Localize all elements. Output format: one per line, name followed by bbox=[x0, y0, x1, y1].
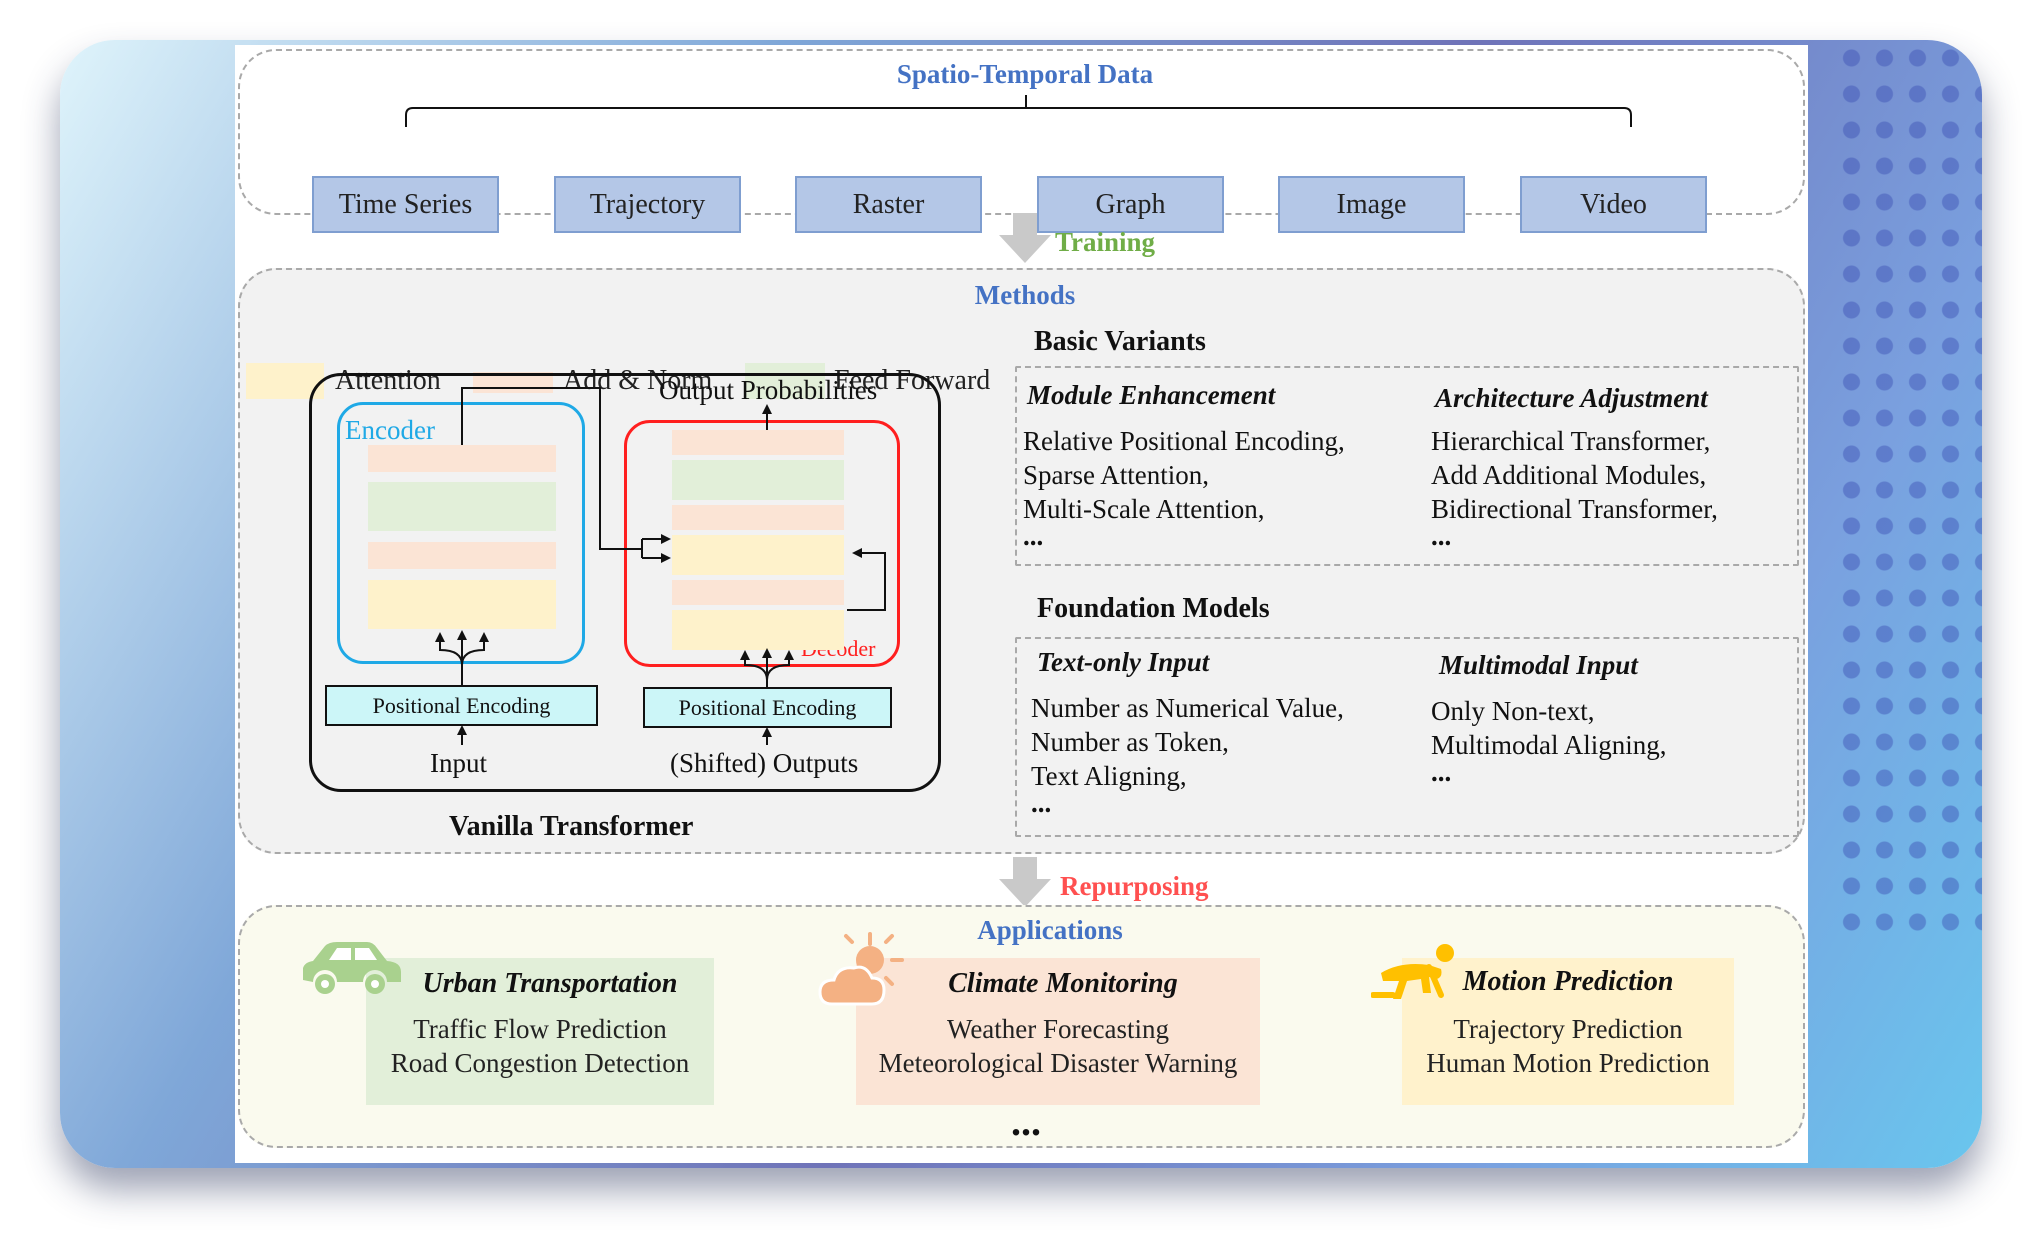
encoder-add-norm-1 bbox=[368, 445, 556, 472]
decoder-box bbox=[624, 420, 900, 667]
text-only-item-1: Number as Numerical Value, bbox=[1031, 693, 1344, 723]
app-climate-monitoring: Climate Monitoring Weather Forecasting M… bbox=[856, 958, 1260, 1105]
vanilla-transformer-caption: Vanilla Transformer bbox=[449, 811, 694, 842]
app-urban-transportation-title: Urban Transportation bbox=[422, 968, 678, 999]
decoder-self-attention bbox=[672, 610, 844, 650]
data-type-raster: Raster bbox=[795, 176, 982, 233]
architecture-adjustment-item-1: Hierarchical Transformer, bbox=[1431, 426, 1711, 456]
data-type-time-series: Time Series bbox=[312, 176, 499, 233]
app-urban-transportation-line-2: Road Congestion Detection bbox=[390, 1048, 690, 1078]
dot-pattern bbox=[1835, 40, 1982, 940]
app-motion-prediction-line-2: Human Motion Prediction bbox=[1426, 1048, 1710, 1078]
input-label: Input bbox=[430, 748, 487, 778]
decoder-add-norm-2 bbox=[672, 505, 844, 530]
foundation-models-box bbox=[1015, 637, 1799, 837]
app-motion-prediction-title: Motion Prediction bbox=[1462, 966, 1674, 997]
legend-swatch-feed-forward bbox=[745, 363, 825, 399]
decoder-cross-attention bbox=[672, 535, 844, 575]
applications-more: ... bbox=[1011, 1099, 1041, 1144]
transformer-connectors bbox=[435, 387, 886, 745]
multimodal-item-1: Only Non-text, bbox=[1431, 696, 1595, 726]
training-arrow-icon bbox=[999, 213, 1051, 263]
legend-label-attention: Attention bbox=[335, 365, 441, 396]
app-urban-transportation: Urban Transportation Traffic Flow Predic… bbox=[366, 958, 714, 1105]
encoder-positional-encoding: Positional Encoding bbox=[325, 685, 598, 726]
architecture-adjustment-title: Architecture Adjustment bbox=[1435, 383, 1708, 413]
basic-variants-heading: Basic Variants bbox=[1034, 326, 1206, 357]
module-enhancement-title: Module Enhancement bbox=[1027, 380, 1276, 410]
decoder-feed-forward bbox=[672, 460, 844, 500]
app-motion-prediction: Motion Prediction Trajectory Prediction … bbox=[1402, 958, 1734, 1105]
car-icon bbox=[303, 942, 401, 994]
app-climate-monitoring-title: Climate Monitoring bbox=[948, 968, 1178, 999]
applications-title: Applications bbox=[977, 915, 1123, 945]
methods-title: Methods bbox=[974, 280, 1076, 310]
repurposing-label: Repurposing bbox=[1060, 871, 1209, 901]
module-enhancement-more: ... bbox=[1023, 521, 1044, 551]
module-enhancement-item-1: Relative Positional Encoding, bbox=[1023, 426, 1345, 456]
data-type-video: Video bbox=[1520, 176, 1707, 233]
sun-cloud-icon bbox=[818, 932, 904, 1006]
basic-variants-box bbox=[1015, 366, 1799, 566]
multimodal-more: ... bbox=[1431, 757, 1452, 787]
data-type-image: Image bbox=[1278, 176, 1465, 233]
diagram-canvas: Spatio-Temporal Data Time Series Traject… bbox=[235, 45, 1808, 1163]
multimodal-input-title: Multimodal Input bbox=[1439, 650, 1638, 680]
app-motion-prediction-line-1: Trajectory Prediction bbox=[1453, 1014, 1683, 1044]
foundation-models-heading: Foundation Models bbox=[1037, 593, 1270, 624]
app-climate-monitoring-line-1: Weather Forecasting bbox=[947, 1014, 1169, 1044]
text-only-item-2: Number as Token, bbox=[1031, 727, 1229, 757]
data-title: Spatio-Temporal Data bbox=[896, 59, 1154, 89]
decoder-add-norm-3 bbox=[672, 580, 844, 605]
repurposing-arrow-icon bbox=[999, 857, 1051, 907]
training-label: Training bbox=[1055, 227, 1156, 257]
transformer-box bbox=[309, 373, 941, 792]
text-only-item-3: Text Aligning, bbox=[1031, 761, 1187, 791]
encoder-attention bbox=[368, 580, 556, 629]
data-bracket bbox=[405, 95, 1632, 127]
decoder-add-norm-1 bbox=[672, 430, 844, 455]
module-enhancement-item-2: Sparse Attention, bbox=[1023, 460, 1209, 490]
shifted-outputs-label: (Shifted) Outputs bbox=[670, 748, 859, 778]
encoder-add-norm-2 bbox=[368, 542, 556, 569]
encoder-feed-forward bbox=[368, 482, 556, 531]
module-enhancement-item-3: Multi-Scale Attention, bbox=[1023, 494, 1265, 524]
architecture-adjustment-more: ... bbox=[1431, 521, 1452, 551]
running-person-icon bbox=[1371, 944, 1454, 999]
app-climate-monitoring-line-2: Meteorological Disaster Warning bbox=[878, 1048, 1238, 1078]
data-type-trajectory: Trajectory bbox=[554, 176, 741, 233]
legend-label-add-norm: Add & Norm bbox=[563, 365, 713, 396]
data-type-graph: Graph bbox=[1037, 176, 1224, 233]
text-only-more: ... bbox=[1031, 788, 1052, 818]
app-urban-transportation-line-1: Traffic Flow Prediction bbox=[413, 1014, 667, 1044]
architecture-adjustment-item-3: Bidirectional Transformer, bbox=[1431, 494, 1718, 524]
multimodal-item-2: Multimodal Aligning, bbox=[1431, 730, 1667, 760]
text-only-input-title: Text-only Input bbox=[1037, 647, 1210, 677]
architecture-adjustment-item-2: Add Additional Modules, bbox=[1431, 460, 1707, 490]
encoder-label: Encoder bbox=[345, 415, 435, 445]
output-probabilities-label: Output Probabilities bbox=[659, 375, 878, 405]
